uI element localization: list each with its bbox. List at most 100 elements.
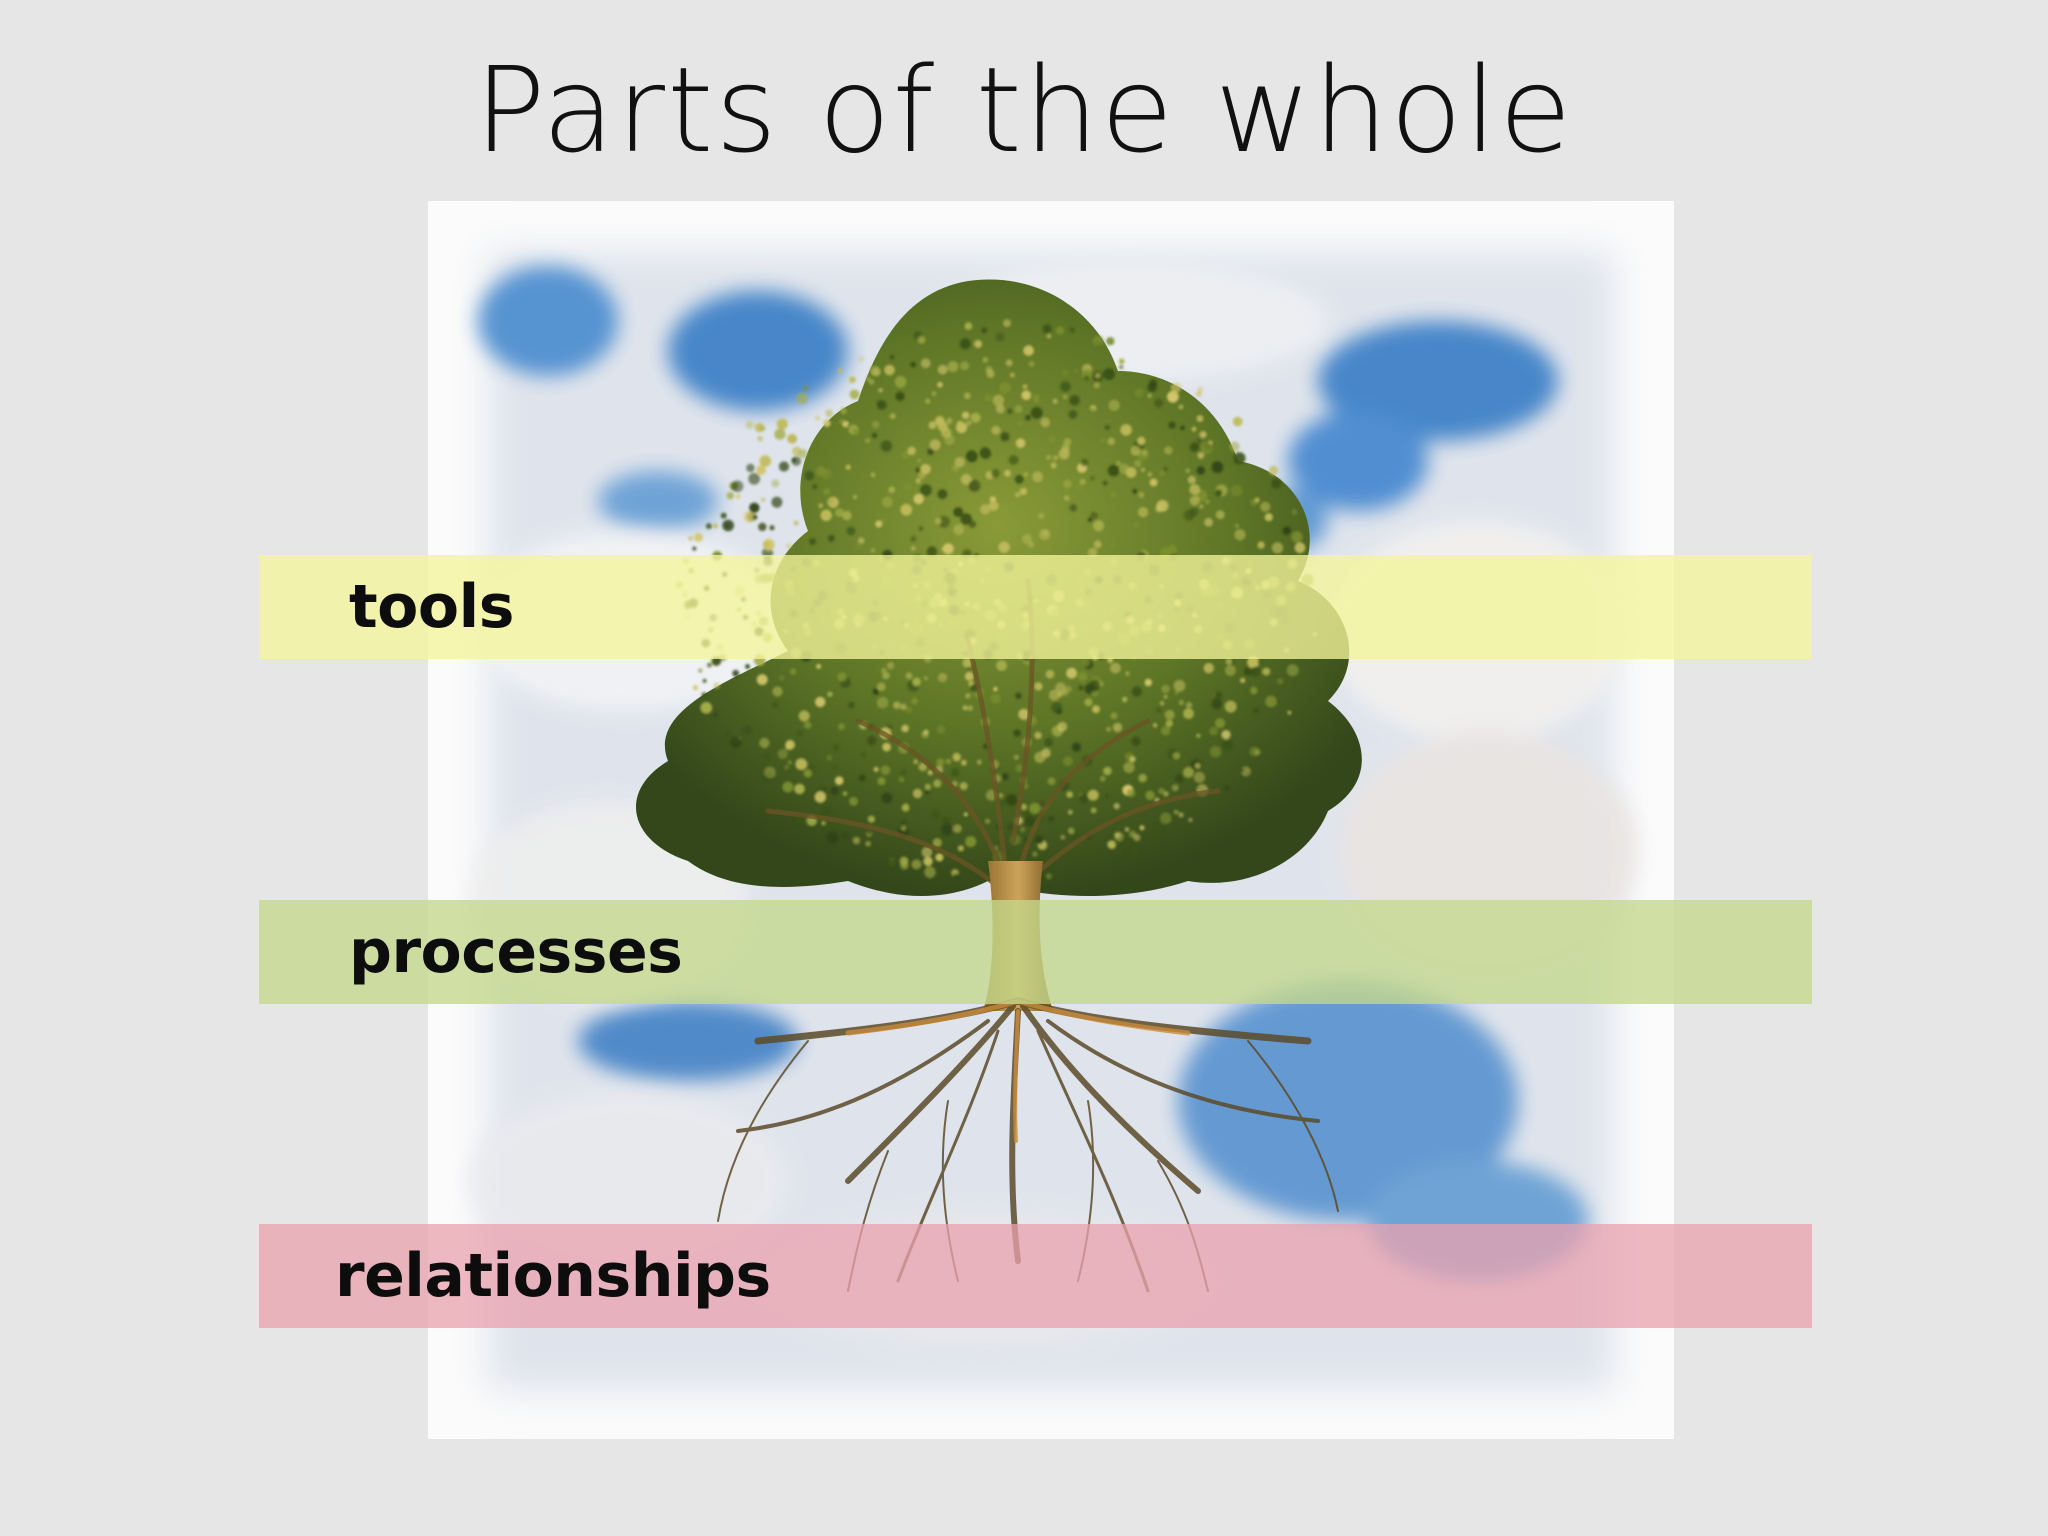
leaf-speck: [954, 457, 965, 468]
leaf-speck: [1092, 705, 1100, 714]
leaf-speck: [915, 467, 921, 473]
leaf-speck: [1149, 478, 1158, 487]
leaf-speck: [821, 468, 832, 480]
leaf-speck: [797, 730, 803, 736]
leaf-speck: [1229, 441, 1240, 452]
leaf-speck: [945, 758, 952, 765]
leaf-speck: [1174, 690, 1179, 695]
leaf-speck: [1092, 335, 1104, 347]
leaf-speck: [1034, 751, 1046, 763]
leaf-speck: [922, 359, 927, 365]
leaf-speck: [858, 356, 864, 362]
leaf-speck: [1160, 812, 1172, 825]
band-relationships: relationships: [259, 1224, 1812, 1328]
leaf-speck: [720, 512, 727, 519]
leaf-speck: [1214, 718, 1226, 729]
leaf-speck: [998, 541, 1010, 553]
leaf-speck: [919, 542, 928, 550]
leaf-speck: [761, 497, 766, 502]
leaf-speck: [1103, 368, 1115, 380]
leaf-speck: [725, 523, 730, 528]
band-label-processes: processes: [349, 917, 683, 987]
leaf-speck: [1257, 541, 1265, 549]
leaf-speck: [1048, 815, 1055, 823]
band-processes: processes: [259, 900, 1812, 1004]
band-processes-background: [259, 900, 1812, 1004]
leaf-speck: [905, 672, 913, 680]
leaf-speck: [1183, 708, 1194, 719]
leaf-speck: [838, 723, 845, 731]
leaf-speck: [769, 525, 775, 531]
leaf-speck: [849, 376, 856, 383]
leaf-speck: [881, 518, 887, 523]
leaf-speck: [1045, 454, 1052, 460]
leaf-speck: [1191, 426, 1197, 432]
leaf-speck: [707, 662, 712, 668]
leaf-speck: [1167, 390, 1179, 403]
leaf-speck: [953, 824, 962, 833]
leaf-speck: [1243, 667, 1252, 676]
leaf-speck: [1093, 520, 1105, 532]
leaf-speck: [1204, 499, 1210, 505]
leaf-speck: [698, 668, 703, 673]
leaf-speck: [830, 836, 835, 841]
leaf-speck: [754, 422, 765, 433]
leaf-speck: [705, 523, 712, 530]
leaf-speck: [937, 381, 943, 388]
leaf-speck: [1052, 455, 1059, 461]
leaf-speck: [937, 364, 948, 375]
leaf-speck: [932, 838, 942, 848]
leaf-speck: [1090, 476, 1095, 481]
leaf-speck: [1141, 449, 1148, 456]
leaf-speck: [887, 858, 897, 867]
leaf-speck: [1007, 408, 1013, 414]
leaf-speck: [1147, 393, 1152, 398]
leaf-speck: [809, 538, 816, 545]
leaf-speck: [1163, 791, 1169, 797]
leaf-speck: [1034, 731, 1042, 740]
leaf-speck: [1138, 491, 1145, 498]
leaf-speck: [951, 465, 959, 472]
leaf-speck: [1123, 761, 1135, 774]
leaf-speck: [965, 693, 971, 699]
leaf-speck: [1029, 802, 1041, 814]
leaf-speck: [917, 336, 926, 344]
leaf-speck: [777, 748, 788, 760]
leaf-speck: [976, 759, 982, 765]
leaf-speck: [833, 744, 840, 751]
leaf-speck: [725, 731, 731, 737]
leaf-speck: [701, 692, 707, 698]
leaf-speck: [1145, 790, 1155, 801]
leaf-speck: [853, 428, 860, 435]
leaf-speck: [1240, 677, 1246, 684]
leaf-speck: [1008, 455, 1019, 465]
leaf-speck: [876, 400, 883, 406]
leaf-speck: [913, 759, 919, 765]
leaf-speck: [785, 744, 792, 751]
leaf-speck: [771, 479, 780, 488]
leaf-speck: [1090, 511, 1099, 520]
leaf-speck: [1014, 474, 1024, 484]
leaf-speck: [1093, 382, 1100, 389]
leaf-speck: [1020, 826, 1026, 833]
leaf-speck: [759, 737, 770, 749]
leaf-speck: [999, 800, 1006, 807]
leaf-speck: [876, 696, 889, 709]
leaf-speck: [1154, 822, 1163, 831]
leaf-speck: [1163, 466, 1168, 472]
leaf-speck: [1042, 324, 1052, 334]
leaf-speck: [901, 825, 907, 831]
leaf-speck: [786, 543, 792, 549]
leaf-speck: [841, 832, 849, 839]
leaf-speck: [1250, 666, 1261, 677]
leaf-speck: [1140, 467, 1146, 472]
leaf-speck: [865, 376, 871, 381]
leaf-speck: [1035, 835, 1044, 845]
leaf-speck: [815, 696, 826, 708]
leaf-speck: [1023, 472, 1028, 477]
leaf-speck: [1189, 442, 1200, 452]
leaf-speck: [1134, 388, 1144, 398]
leaf-speck: [1069, 327, 1075, 333]
leaf-speck: [756, 674, 768, 686]
leaf-speck: [812, 484, 818, 490]
